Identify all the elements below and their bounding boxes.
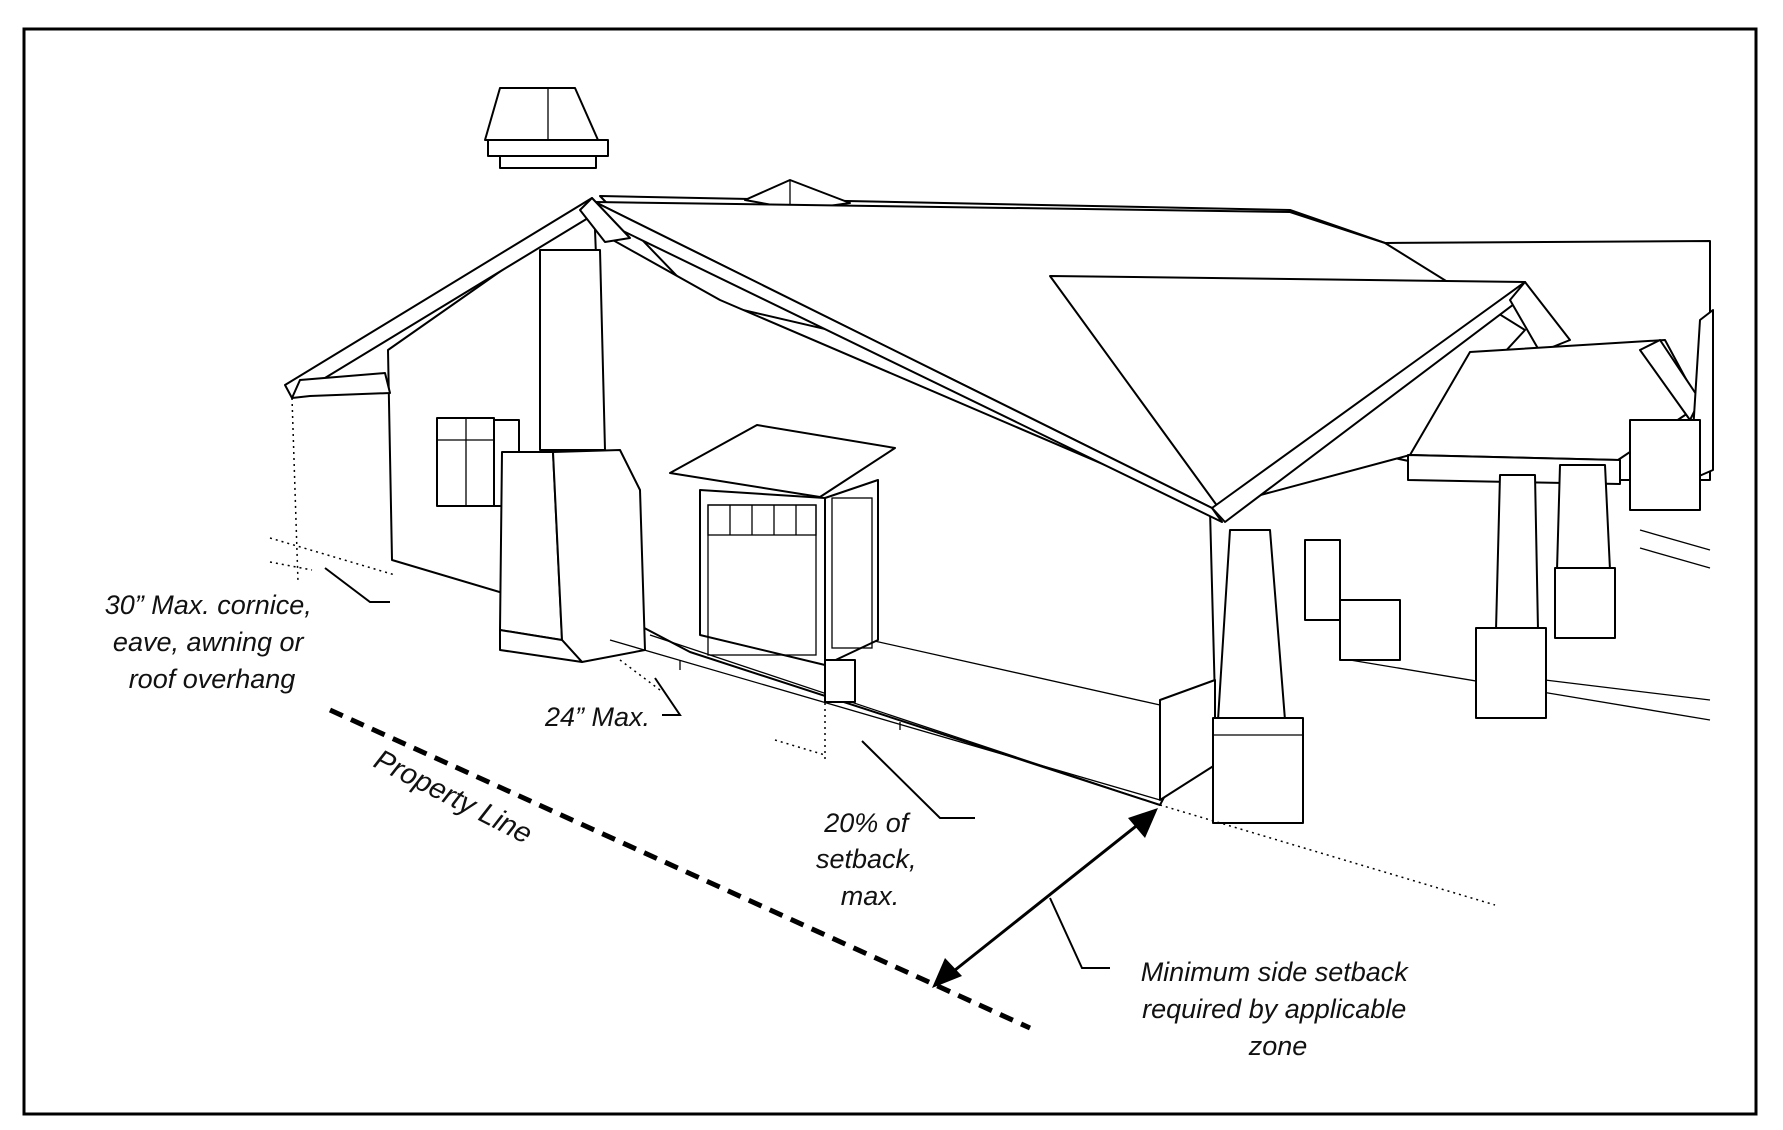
porch-column-far-base [1554,567,1616,639]
bay-window-support [824,659,856,703]
chimney-leader [654,677,682,716]
porch-column-front [1217,529,1286,721]
property-line [328,707,1032,1031]
chimney-upper [539,249,606,451]
porch-column-far [1556,464,1611,571]
eave-bracket [291,372,391,399]
chimney-collar [499,155,597,169]
overhang-drop-line [291,397,299,583]
chimney-cap [484,87,599,141]
house-drawing [284,87,1714,824]
diagram-frame [22,27,1758,1116]
porch-column-front-base [1212,717,1304,824]
building-face-line [609,639,1161,801]
setback-arrow [932,808,1158,988]
porch-column-mid-base [1475,627,1547,719]
porch-column-mid [1495,474,1539,631]
bay-leader [861,740,975,819]
chimney-offset-line [619,659,661,691]
chimney-base [499,629,583,663]
chimney-label: 24” Max. [544,702,650,732]
chimney-crown [487,139,609,157]
porch-rail [1339,599,1401,661]
porch-window [1304,539,1341,621]
setback-line-left [269,537,396,576]
far-porch-wall [1629,419,1701,511]
bay-window-side [824,479,879,666]
overhang-label: 30” Max. cornice, eave, awning or roof o… [105,590,320,694]
dimension-guides [269,397,1161,801]
bay-label: 20% of setback, max. [816,808,924,911]
property-line-label: Property Line [369,744,537,851]
setback-label: Minimum side setback required by applica… [1141,957,1416,1061]
chimney-box-left [499,451,563,641]
setback-leader [1049,897,1110,969]
bay-window-roof [669,424,896,498]
bay-window-front [699,489,826,666]
overhang-leader [324,567,390,603]
wall-base-corner [1159,679,1216,801]
chimney-box-right [552,449,646,663]
gable-peak [579,197,631,243]
setback-line-right [1159,804,1496,906]
